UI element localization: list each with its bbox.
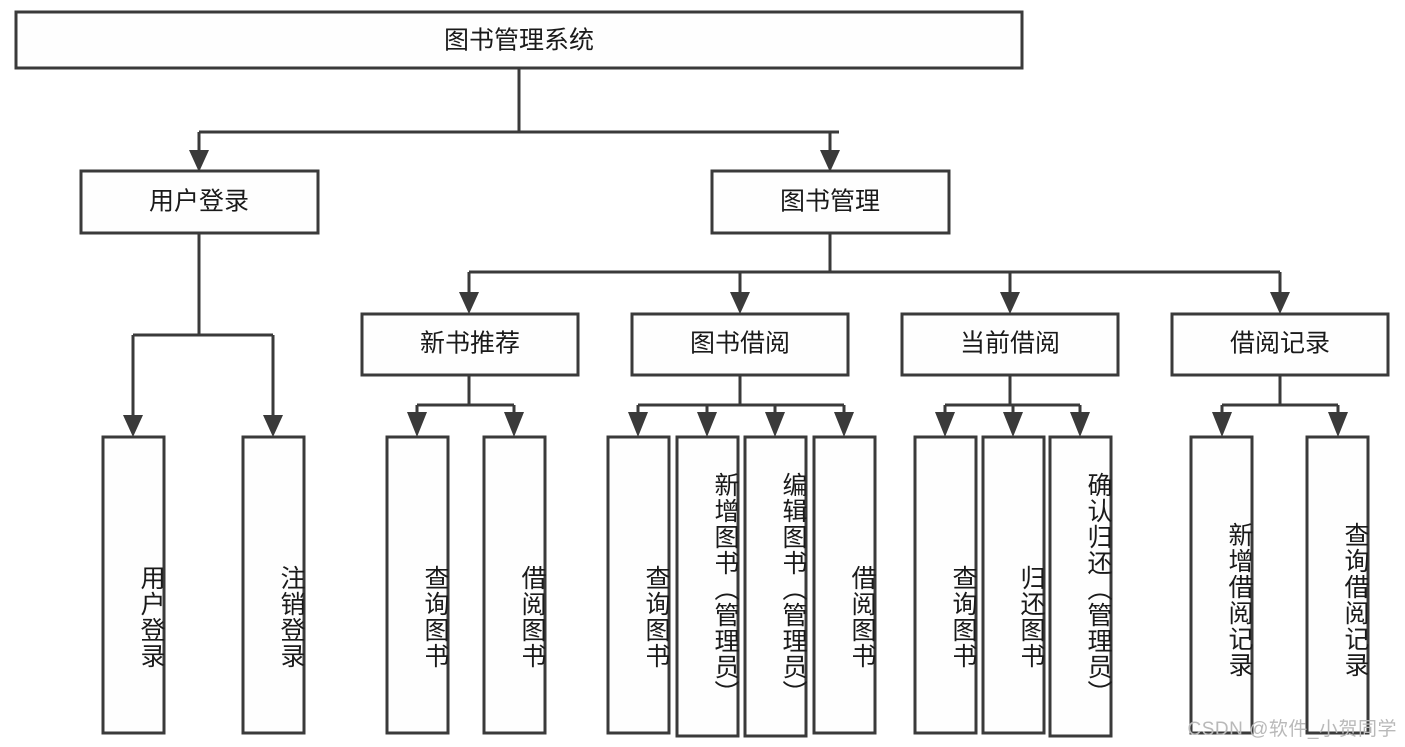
node-label-new-book-recommend: 新书推荐 xyxy=(420,330,520,358)
leaf-node-current-return-book[interactable] xyxy=(981,435,1046,735)
node-current-borrow[interactable]: 当前借阅 xyxy=(900,312,1120,377)
connector-new-book-recommend-to-leaves xyxy=(407,375,524,437)
leaf-node-user-login-logout[interactable] xyxy=(241,435,306,735)
leaf-node-borrow-query-book[interactable] xyxy=(606,435,671,735)
leaf-node-borrow-edit-book[interactable] xyxy=(743,435,808,738)
connector-book-borrow-to-leaves xyxy=(628,375,854,437)
leaf-node-record-add[interactable] xyxy=(1189,435,1254,735)
leaf-node-current-confirm-return[interactable] xyxy=(1048,435,1113,738)
node-new-book-recommend[interactable]: 新书推荐 xyxy=(360,312,580,377)
node-user-login[interactable]: 用户登录 xyxy=(79,169,320,235)
leaf-node-new-book-query[interactable] xyxy=(385,435,450,735)
leaf-node-borrow-borrow-book[interactable] xyxy=(812,435,877,735)
leaf-node-current-query-book[interactable] xyxy=(913,435,978,735)
node-root-system[interactable]: 图书管理系统 xyxy=(14,10,1024,70)
node-label-book-borrow: 图书借阅 xyxy=(690,330,790,358)
leaf-node-record-query[interactable] xyxy=(1305,435,1370,735)
node-book-borrow[interactable]: 图书借阅 xyxy=(630,312,850,377)
leaf-node-borrow-add-book[interactable] xyxy=(675,435,740,738)
node-label-current-borrow: 当前借阅 xyxy=(960,330,1060,358)
connector-root-to-level2 xyxy=(189,68,840,172)
connector-book-management-to-level3 xyxy=(459,233,1290,314)
leaf-node-user-login-login[interactable] xyxy=(101,435,166,735)
node-book-management[interactable]: 图书管理 xyxy=(710,169,951,235)
node-borrow-record[interactable]: 借阅记录 xyxy=(1170,312,1390,377)
node-label-user-login: 用户登录 xyxy=(149,188,249,216)
csdn-watermark: CSDN @软件_小贺同学 xyxy=(1187,719,1397,740)
node-label-borrow-record: 借阅记录 xyxy=(1230,330,1330,358)
connector-current-borrow-to-leaves xyxy=(935,375,1090,437)
leaf-node-new-book-borrow[interactable] xyxy=(482,435,547,735)
node-label-root: 图书管理系统 xyxy=(444,27,594,55)
connector-user-login-to-leaves xyxy=(123,233,283,437)
node-label-book-management: 图书管理 xyxy=(780,188,880,216)
connector-borrow-record-to-leaves xyxy=(1212,375,1348,437)
